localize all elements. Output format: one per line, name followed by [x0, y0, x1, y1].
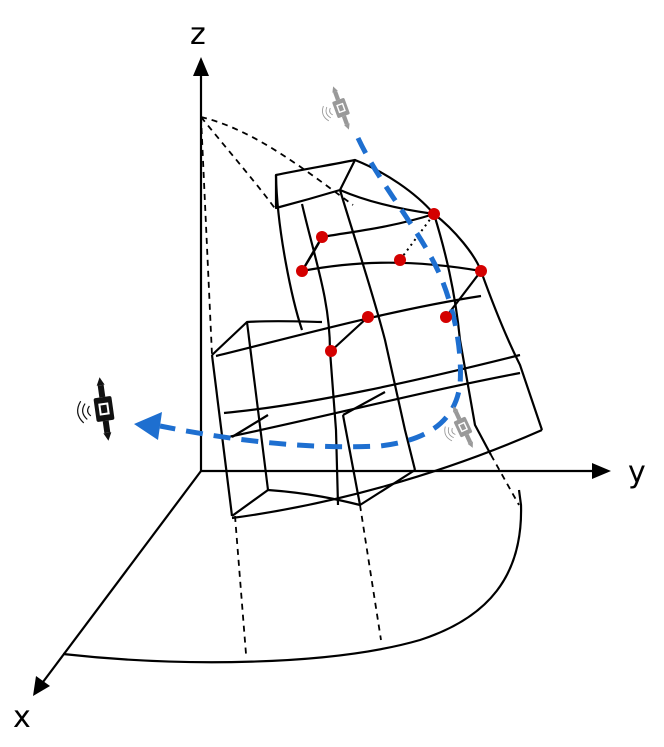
grid-top-back-edge: [354, 158, 435, 215]
grid-node-link-3: [301, 236, 323, 272]
satellite-icon: [314, 83, 356, 137]
grid-box-inner-edge: [245, 321, 270, 491]
grid-node: [394, 254, 406, 266]
grid-nodes: [296, 208, 487, 357]
x-axis: [39, 470, 202, 687]
satellite-icon: [72, 375, 118, 445]
grid-node: [296, 265, 308, 277]
grid-band-6: [231, 428, 543, 520]
z-axis-label: z: [190, 17, 206, 52]
x-axis-label: x: [13, 700, 31, 735]
projection-arc-2: [200, 116, 277, 211]
x-axis-arrowhead: [33, 676, 50, 696]
grid-node: [362, 311, 374, 323]
projection-drop-1: [234, 515, 247, 655]
grid-box-bottom: [267, 488, 361, 507]
grid-node: [428, 208, 440, 220]
grid-node: [325, 345, 337, 357]
grid-rib-left: [274, 174, 304, 331]
grid-box-front-1: [231, 414, 269, 517]
grid-band-3: [301, 261, 482, 273]
z-axis-arrowhead: [193, 57, 209, 76]
grid-node: [475, 265, 487, 277]
grid-band-4: [215, 294, 482, 358]
projection-drop-2: [359, 504, 382, 641]
grid-node: [440, 311, 452, 323]
satellite-trajectory: [159, 136, 463, 450]
grid-box-front-2: [342, 391, 416, 506]
grid-node-link-1: [330, 316, 369, 352]
ground-footprint-curve: [62, 489, 523, 664]
projection-drop-3: [490, 454, 520, 506]
grid-box-inner-2: [341, 414, 362, 506]
axes: z y x: [13, 17, 646, 735]
spatial-grid: [210, 158, 544, 520]
y-axis-arrowhead: [592, 463, 611, 479]
trajectory-arrowhead: [134, 412, 162, 440]
grid-rib-mid-2: [338, 189, 417, 471]
grid-band-5: [227, 371, 521, 439]
grid-box-top: [211, 320, 323, 356]
grid-node: [316, 231, 328, 243]
grid-rib-outer: [433, 213, 544, 431]
y-axis-label: y: [628, 455, 646, 490]
grid-band-1: [339, 188, 435, 216]
projection-arc-3: [200, 116, 213, 356]
